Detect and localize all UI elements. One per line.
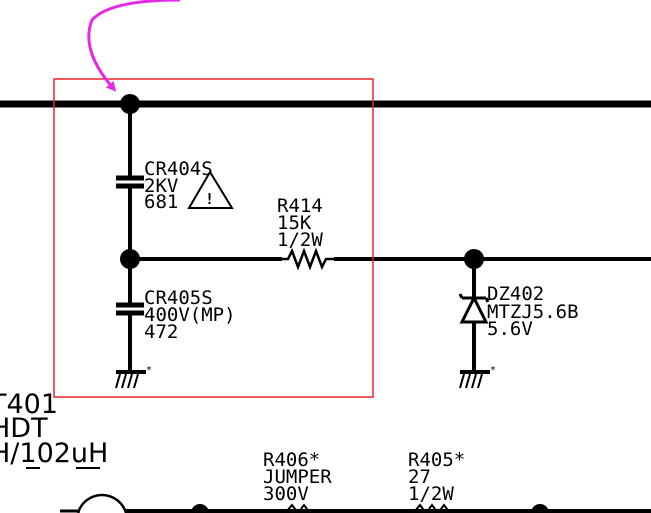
capacitor-cr405s-symbol [116,302,144,316]
junction-dot-top [120,94,140,114]
dz402-voltage-label: 5.6V [487,318,533,340]
capacitor-cr404s-symbol [116,175,144,189]
highlight-box [53,78,374,398]
r406-ref-label: R406* [263,449,320,471]
dz402-ref-label: DZ402 [487,283,544,305]
cr405s-value-label: 472 [144,321,178,343]
r414-ref-label: R414 [277,195,323,217]
t401-ref-label: T401 [0,389,58,420]
bottom-junction-dot-2 [531,504,549,513]
r414-value-label: 15K [277,212,312,234]
ground-mark-cr405s: * [146,365,152,376]
t401-value-label: H/102uH [0,438,108,469]
cr404s-ref-label: CR404S [144,158,213,180]
dz402-part-label: MTZJ5.6B [487,301,579,323]
cr404s-rating-label: 2KV [144,175,178,197]
resistor-r406-symbol-partial [285,503,311,513]
r414-power-label: 1/2W [277,229,323,251]
resistor-r414-symbol [282,247,334,271]
cr405s-ref-label: CR405S [144,287,213,309]
t401-type-label: HDT [0,413,48,444]
svg-text:!: ! [205,190,214,208]
ground-symbol-dz402 [459,370,490,389]
resistor-r405-symbol-partial [413,503,451,513]
callout-arrow [87,0,181,92]
cr405s-rating-label: 400V(MP) [144,304,236,326]
r405-power-label: 1/2W [408,483,454,505]
bottom-junction-dot-1 [191,504,209,513]
ground-symbol-cr405s [115,370,146,389]
ground-mark-dz402: * [490,365,496,376]
r406-rating-label: 300V [263,483,309,505]
safety-warning-icon: ! [187,170,234,209]
r405-ref-label: R405* [408,449,465,471]
cr404s-value-label: 681 [144,191,178,213]
r405-value-label: 27 [408,466,431,488]
zener-dz402-symbol [458,293,490,324]
r406-type-label: JUMPER [263,466,332,488]
coil-symbol-partial [76,493,128,513]
